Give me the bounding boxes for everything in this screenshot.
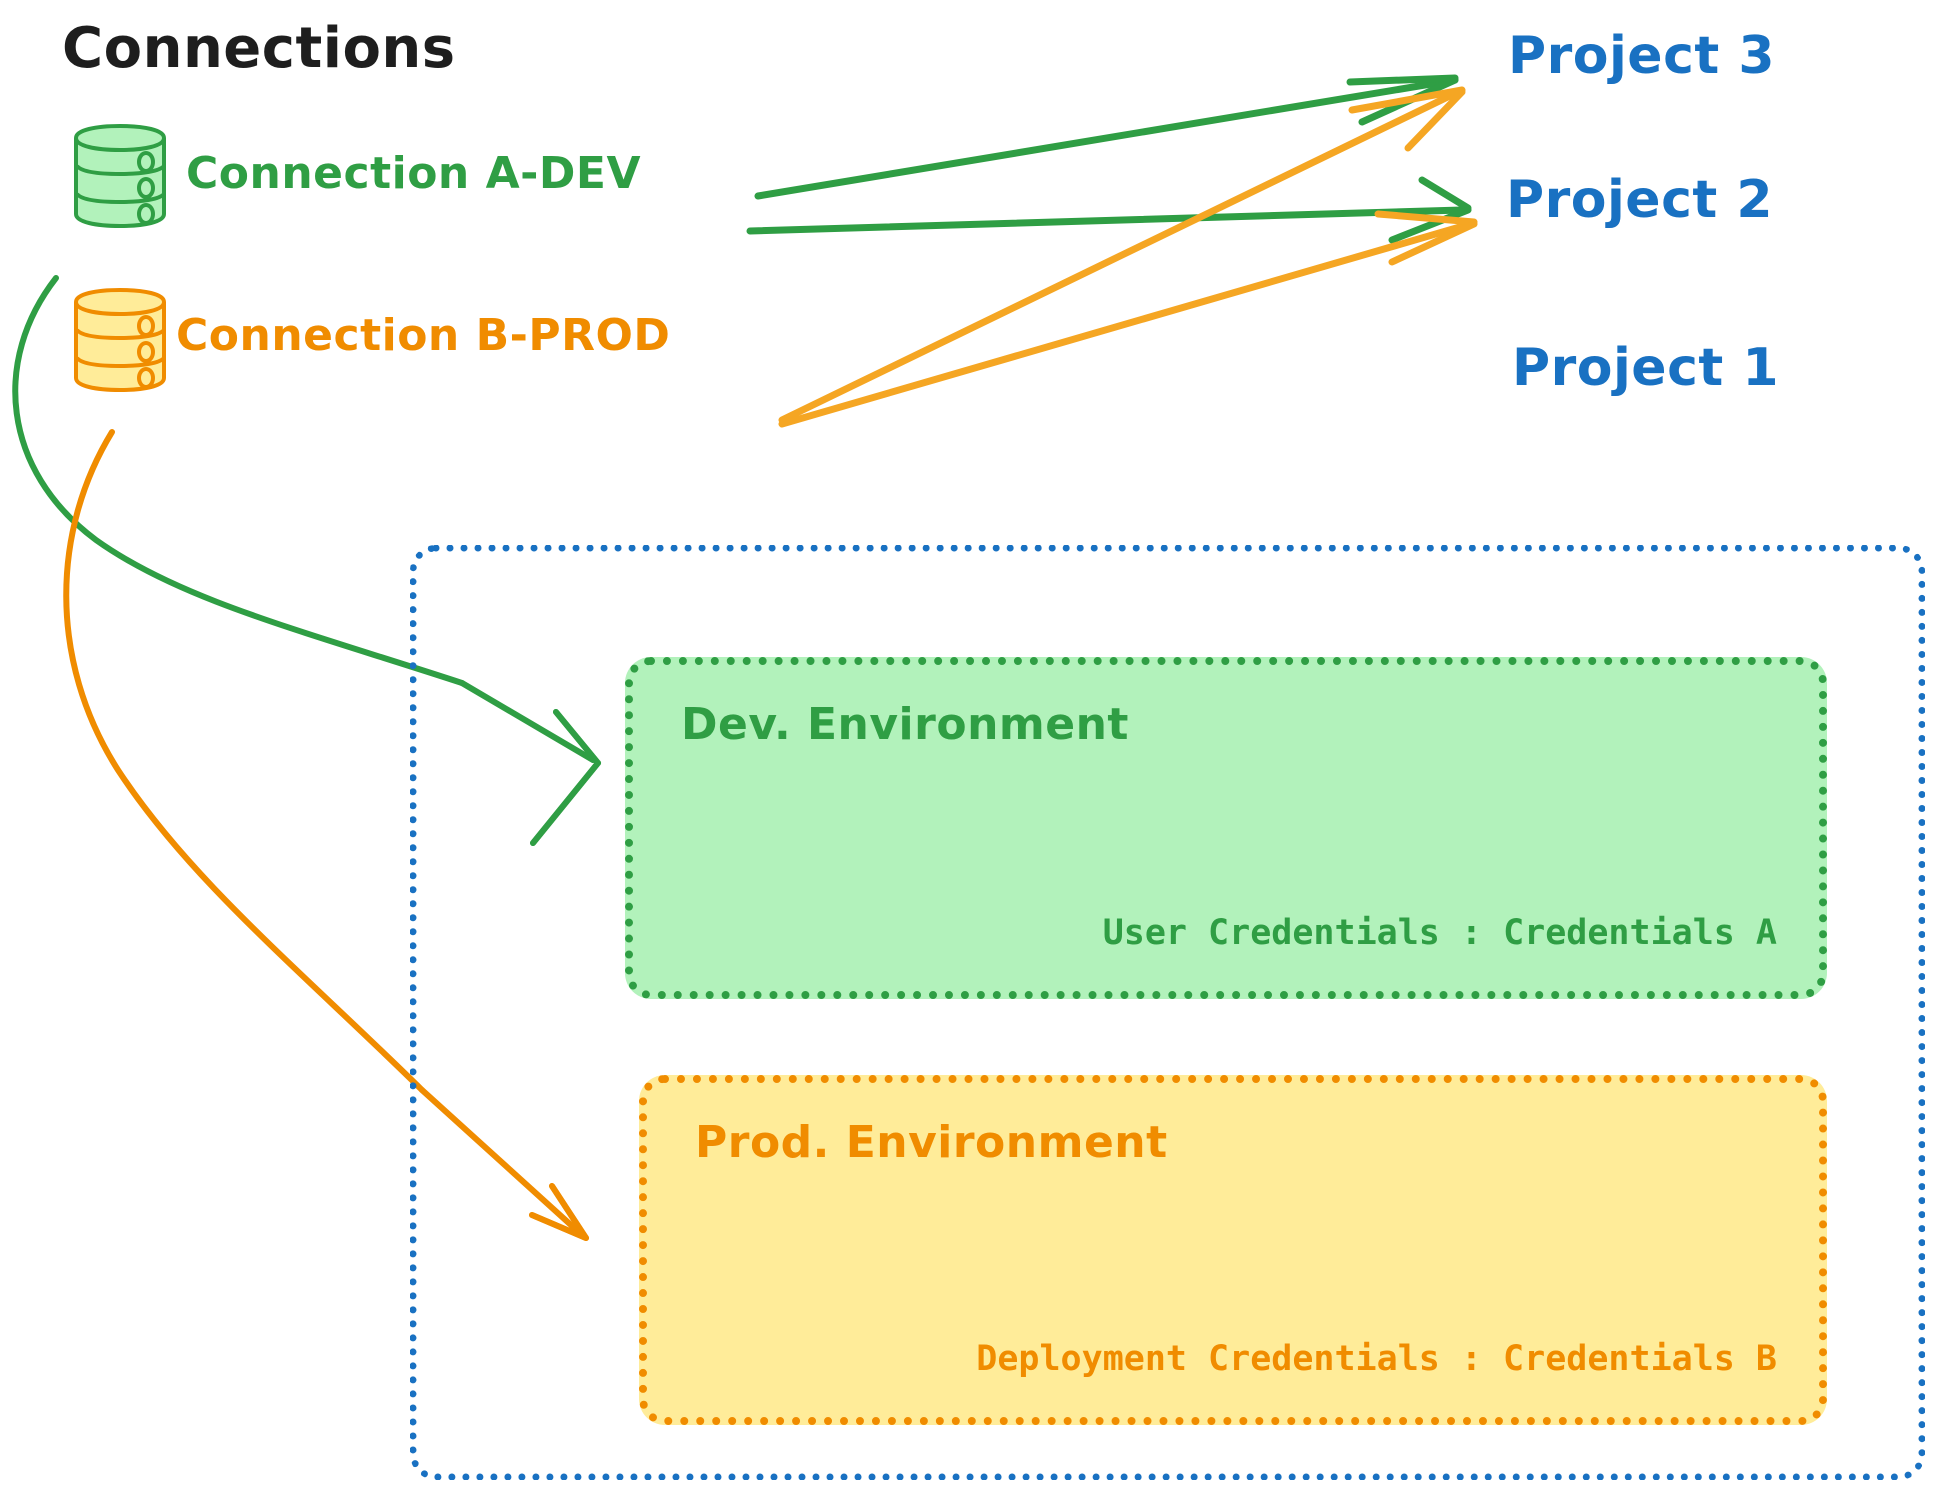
edge-a-dev-to-project-2 [746,176,1472,244]
prod-environment-box: Prod. Environment Deployment Credentials… [639,1075,1827,1425]
prod-environment-title: Prod. Environment [695,1117,1168,1168]
database-icon-connection-b [74,288,166,392]
page-title: Connections [62,16,456,81]
project-2-label: Project 2 [1506,170,1774,230]
connection-a-label: Connection A-DEV [186,148,642,199]
project-1-label: Project 1 [1512,338,1780,398]
dev-environment-title: Dev. Environment [681,699,1129,750]
edge-b-prod-to-project-3 [778,86,1466,424]
dev-environment-credentials: User Credentials : Credentials A [1102,913,1777,953]
dev-environment-box: Dev. Environment User Credentials : Cred… [625,657,1827,999]
edge-a-dev-to-project-3 [754,74,1459,200]
project-1-container: Dev. Environment User Credentials : Cred… [410,545,1925,1480]
edge-b-prod-to-project-2 [778,210,1478,428]
connection-b-label: Connection B-PROD [176,310,671,361]
project-3-label: Project 3 [1508,26,1776,86]
prod-environment-credentials: Deployment Credentials : Credentials B [976,1339,1777,1379]
database-icon-connection-a [74,124,166,228]
